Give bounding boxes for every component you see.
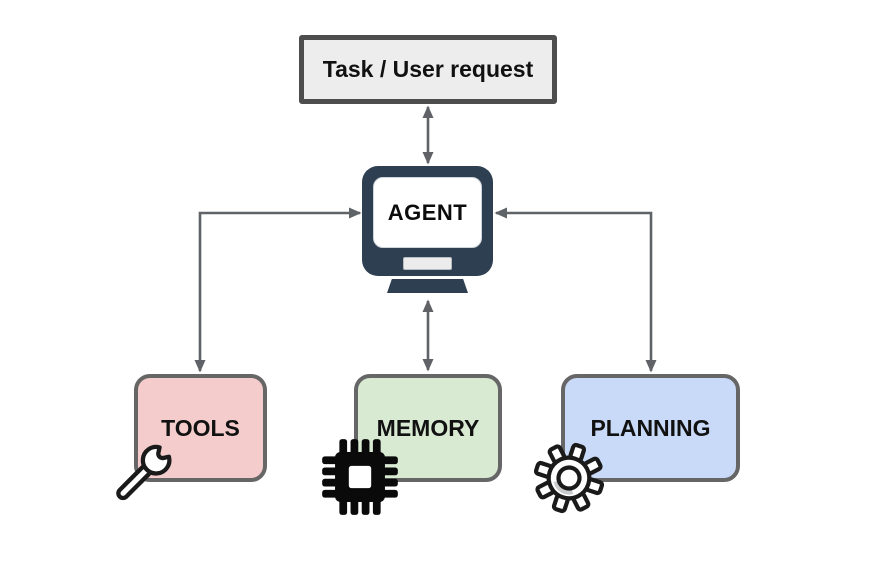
monitor-stand [387,279,468,293]
task-request-box: Task / User request [299,35,557,104]
tools-box: TOOLS [134,374,267,482]
planning-label: PLANNING [590,414,711,441]
monitor-button-strip [403,257,452,270]
memory-label: MEMORY [376,414,480,441]
task-request-label: Task / User request [322,56,534,82]
connector-agent-planning [494,207,657,373]
chip-icon [322,439,398,515]
memory-box: MEMORY [354,374,502,482]
planning-box: PLANNING [561,374,740,482]
agent-label: AGENT [387,199,468,225]
connector-agent-tools [194,207,362,373]
agent-node: AGENT [362,166,493,293]
tools-label: TOOLS [161,414,240,441]
monitor-screen: AGENT [373,177,482,248]
wrench-icon [116,444,172,501]
gear-icon [534,442,604,514]
